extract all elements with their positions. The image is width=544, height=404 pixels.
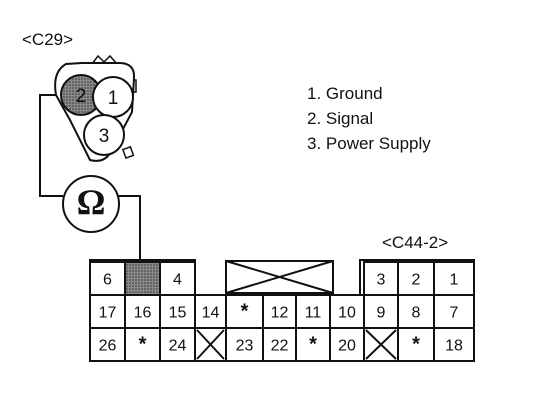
ecu-pin-24: 24	[169, 338, 187, 355]
ecu-pin-12: 12	[271, 305, 289, 322]
ecu-pin-8: 8	[412, 305, 421, 322]
ecu-cell	[159, 327, 196, 362]
ecu-pin-11: 11	[305, 305, 322, 322]
blank-cell-cross	[365, 329, 397, 360]
ecu-cell	[262, 327, 297, 362]
sensor-pin-label: 2	[76, 86, 87, 107]
blank-cell-cross	[196, 329, 225, 360]
ecu-cell	[433, 327, 475, 362]
ecu-pin-10: 10	[338, 305, 356, 322]
pin-legend: 1. Ground 2. Signal 3. Power Supply	[307, 81, 431, 156]
ecu-cell	[397, 261, 435, 296]
ecu-cell	[89, 294, 126, 329]
ecu-pin-26: 26	[99, 338, 117, 355]
ecu-pin-18: 18	[445, 338, 463, 355]
ecu-pin-20: 20	[338, 338, 356, 355]
ecu-pin-4: 4	[173, 272, 182, 289]
ecu-pin-17: 17	[99, 305, 117, 322]
ecu-pin-9: 9	[377, 305, 386, 322]
ecu-pin-16: 16	[134, 305, 152, 322]
ecu-cell	[397, 327, 435, 362]
ecu-cell	[262, 294, 297, 329]
ecu-pin-23: 23	[236, 338, 254, 355]
ecu-pin-7: 7	[450, 305, 459, 322]
sensor-pin-label: 1	[108, 88, 119, 109]
wire-lines	[39, 94, 141, 262]
sensor-connector-label: <C29>	[22, 30, 74, 49]
ecu-pin-unused: *	[309, 334, 317, 356]
legend-item-signal: 2. Signal	[307, 109, 374, 128]
ohmmeter	[62, 175, 120, 233]
ecu-pin-14: 14	[202, 305, 220, 322]
ecu-pin-2: 2	[412, 272, 421, 289]
ecu-cell	[159, 261, 196, 296]
ecu-cell	[433, 261, 475, 296]
ecu-cell	[124, 327, 161, 362]
ecu-pin-22: 22	[271, 338, 289, 355]
ecu-cell	[124, 261, 161, 296]
ecu-pin-15: 15	[169, 305, 187, 322]
ecu-pin-6: 6	[103, 272, 112, 289]
legend-item-ground: 1. Ground	[307, 84, 383, 103]
ecu-connector-label: <C44-2>	[382, 233, 449, 252]
ecu-pin-unused: *	[412, 334, 420, 356]
sensor-pin-3	[83, 114, 125, 156]
ecu-cell	[194, 294, 227, 329]
ecu-pin-3: 3	[377, 272, 386, 289]
ecu-pin-unused: *	[241, 301, 249, 323]
ecu-cell	[295, 327, 331, 362]
ecu-pin-1: 1	[450, 272, 459, 289]
ohm-symbol: Ω	[77, 182, 106, 222]
legend-item-power-supply: 3. Power Supply	[307, 134, 431, 153]
sensor-pin-label: 3	[99, 126, 110, 147]
ecu-pin-unused: *	[139, 334, 147, 356]
ecu-cell	[329, 327, 365, 362]
